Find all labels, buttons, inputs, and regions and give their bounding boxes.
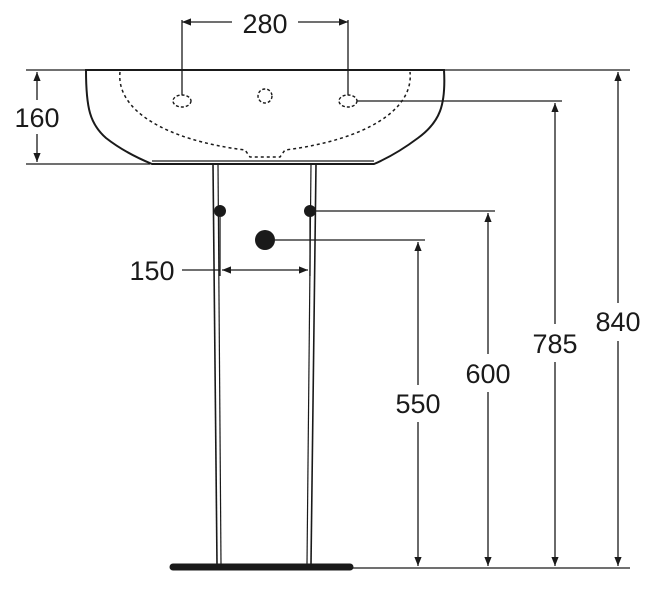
right-tap-hole [338, 94, 358, 108]
pedestal-left-outer [212, 163, 218, 565]
dimension-280: 280 [181, 9, 349, 95]
dimension-280-label: 280 [242, 9, 287, 39]
dimension-600-label: 600 [465, 359, 510, 389]
waste-outlet [255, 230, 275, 250]
dimension-550-label: 550 [395, 389, 440, 419]
basin-bowl-hidden-line [119, 71, 411, 158]
dimension-150: 150 [129, 217, 311, 286]
basin-outline [84, 69, 446, 165]
dimension-785: 785 [357, 100, 578, 566]
pedestal-left-inner [217, 163, 222, 565]
dimension-785-label: 785 [532, 329, 577, 359]
dimension-840: 840 [444, 69, 641, 566]
dimension-600: 600 [316, 210, 511, 566]
left-tap-hole [172, 94, 192, 108]
right-fixing-point [304, 205, 316, 217]
pedestal-right-outer [310, 163, 317, 565]
dimension-160: 160 [14, 69, 150, 165]
dimension-160-label: 160 [14, 103, 59, 133]
left-fixing-point [214, 205, 226, 217]
pedestal [212, 163, 317, 565]
dimension-550: 550 [275, 239, 441, 566]
center-tap-hole [257, 88, 273, 104]
basin [84, 69, 446, 165]
dimension-840-label: 840 [595, 307, 640, 337]
dimension-150-label: 150 [129, 256, 174, 286]
